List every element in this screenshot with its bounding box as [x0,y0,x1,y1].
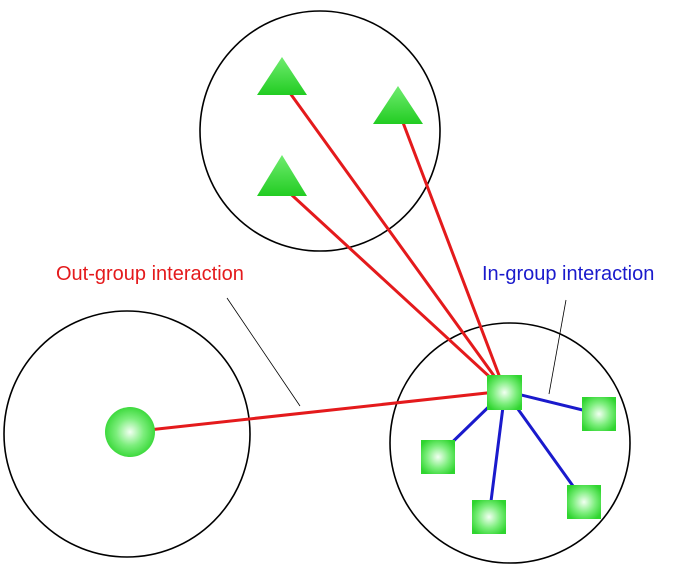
edge-hub-square-3 [487,389,507,519]
group-circle-top [199,10,441,252]
circle-node [105,407,155,457]
edge-hub-circle-node [128,389,507,434]
group-circle-right [389,322,631,564]
triangle-node-2 [373,86,423,124]
square-node-3 [472,500,506,534]
edge-hub-triangle-3 [280,184,507,393]
square-node-4 [567,485,601,519]
hub-square-node [487,375,522,410]
square-node-1 [582,397,616,431]
edge-hub-triangle-1 [280,80,507,393]
triangle-node-3 [257,155,307,196]
square-node-2 [421,440,455,474]
in-group-label: In-group interaction [482,263,654,285]
out-group-label: Out-group interaction [56,263,244,285]
edge-hub-triangle-2 [397,110,507,393]
group-circle-left [3,310,251,558]
triangle-node-1 [257,57,307,95]
in-group-pointer-line [548,299,567,395]
out-group-edges [128,80,507,434]
out-group-pointer-line [226,297,301,407]
